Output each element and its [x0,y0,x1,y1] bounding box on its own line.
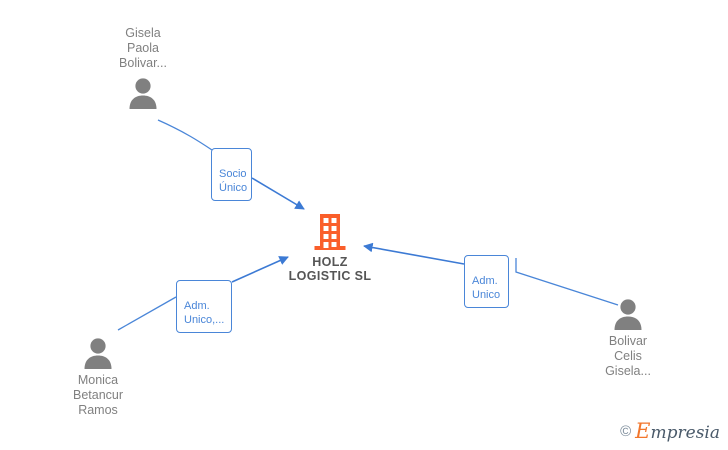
relation-label-socio-unico[interactable]: Socio Único [211,148,252,201]
relation-label-text: Adm. Unico,... [184,300,225,326]
edge-gisela-to-socio-unico [157,119,213,151]
relation-label-adm-unico[interactable]: Adm. Unico [464,255,509,308]
building-icon [314,214,346,250]
empresia-logo-rest: mpresia [650,423,721,443]
relation-label-text: Socio Único [219,168,248,194]
person-icon [614,299,642,330]
edge-bolivar-to-adm-unico [515,258,619,306]
edge-monica-to-adm-unico-multiple [117,296,177,331]
person-node-gisela-paola-bolivar[interactable]: Gisela Paola Bolivar... [83,26,203,109]
edge-adm-unico-to-company [363,242,465,265]
relation-label-text: Adm. Unico [472,275,501,301]
empresia-watermark: © Empresia [620,421,720,442]
person-node-monica-betancur-ramos[interactable]: Monica Betancur Ramos [38,337,158,418]
edge-adm-unico-multiple-to-company [231,256,289,283]
person-label-gisela-paola-bolivar: Gisela Paola Bolivar... [119,26,167,70]
person-icon [84,338,112,369]
empresia-logo: Empresia [635,421,720,442]
person-node-bolivar-celis-gisela[interactable]: Bolivar Celis Gisela... [568,298,688,379]
company-node-holz-logistic-sl[interactable]: HOLZ LOGISTIC SL [270,214,390,283]
relation-label-adm-unico-multiple[interactable]: Adm. Unico,... [176,280,232,333]
person-icon [129,78,157,109]
copyright-icon: © [620,423,632,440]
person-label-bolivar-celis-gisela: Bolivar Celis Gisela... [605,334,651,378]
company-name-label: HOLZ LOGISTIC SL [288,255,372,283]
person-label-monica-betancur-ramos: Monica Betancur Ramos [72,373,124,417]
edge-socio-unico-to-company [251,177,305,210]
empresia-logo-initial: E [635,419,651,443]
